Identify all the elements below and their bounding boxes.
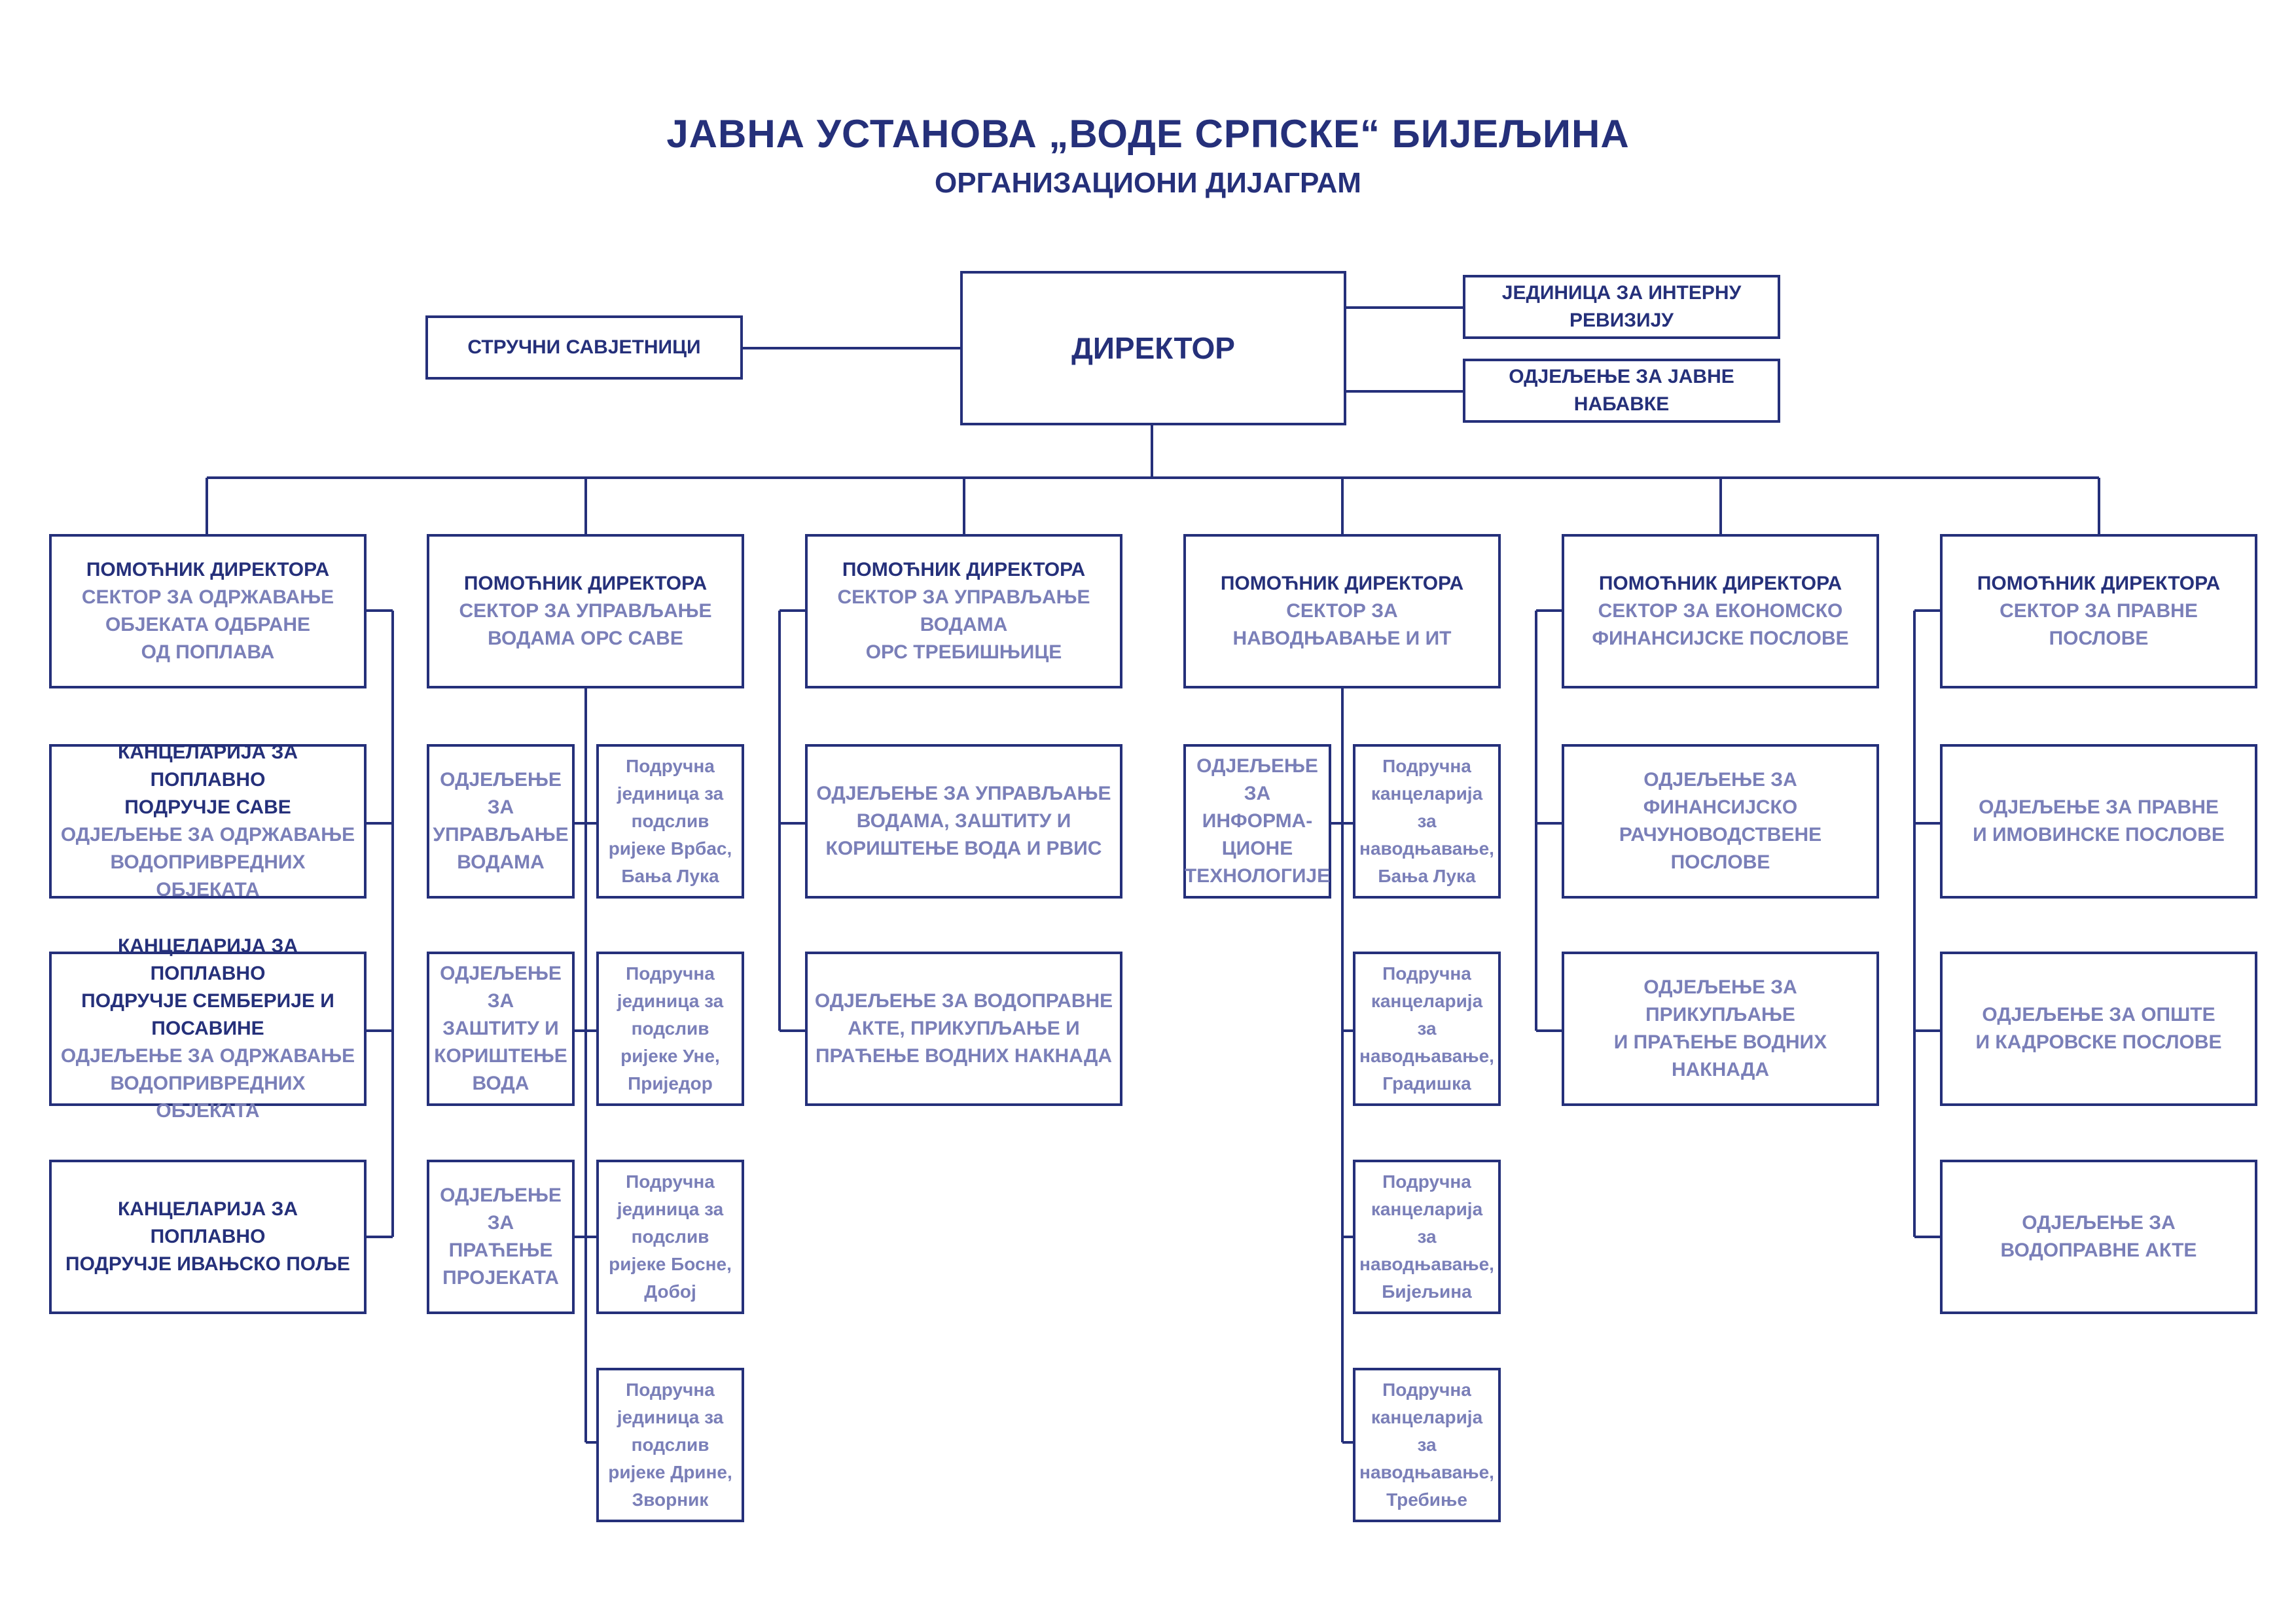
local-office-label: Подручна канцеларија за наводњавање, Бањ… [1359,756,1494,886]
sector-head-label: ПОМОЋНИК ДИРЕКТОРА [842,559,1086,580]
local-office-banja-luka-box: Подручна канцеларија за наводњавање, Бањ… [1353,744,1501,899]
sector-name-label: СЕКТОР ЗА НАВОДЊАВАЊЕ И ИТ [1232,600,1452,649]
department-label: ОДЈЕЉЕЊЕ ЗА ЗАШТИТУ И КОРИШТЕЊЕ ВОДА [434,963,567,1094]
internal-audit-box: ЈЕДИНИЦА ЗА ИНТЕРНУ РЕВИЗИЈУ [1463,275,1780,339]
department-label: ОДЈЕЉЕЊЕ ЗА ВОДОПРАВНЕ АКТЕ, ПРИКУПЉАЊЕ … [814,990,1113,1067]
department-label: ОДЈЕЉЕЊЕ ЗА ПРАВНЕ И ИМОВИНСКЕ ПОСЛОВЕ [1973,796,2225,846]
department-water-protection-box: ОДЈЕЉЕЊЕ ЗА ЗАШТИТУ И КОРИШТЕЊЕ ВОДА [427,952,575,1106]
internal-audit-label: ЈЕДИНИЦА ЗА ИНТЕРНУ РЕВИЗИЈУ [1501,282,1742,331]
department-label: ОДЈЕЉЕЊЕ ЗА ВОДОПРАВНЕ АКТЕ [2000,1212,2197,1261]
department-water-management-box: ОДЈЕЉЕЊЕ ЗА УПРАВЉАЊЕ ВОДАМА [427,744,575,899]
department-fee-collection-box: ОДЈЕЉЕЊЕ ЗА ПРИКУПЉАЊЕ И ПРАЋЕЊЕ ВОДНИХ … [1562,952,1879,1106]
local-unit-label: Подручна јединица за подслив ријеке Врба… [608,756,732,886]
department-label: ОДЈЕЉЕЊЕ ЗА ПРАЋЕЊЕ ПРОЈЕКАТА [440,1185,562,1289]
sector-name-label: СЕКТОР ЗА ЕКОНОМСКО ФИНАНСИЈСКЕ ПОСЛОВЕ [1592,600,1849,649]
local-unit-vrbas-box: Подручна јединица за подслив ријеке Врба… [596,744,744,899]
advisors-box: СТРУЧНИ САВЈЕТНИЦИ [425,315,743,380]
office-department-label: ОДЈЕЉЕЊЕ ЗА ОДРЖАВАЊЕ ВОДОПРИВРЕДНИХ ОБЈ… [60,824,355,901]
department-trebisnjica-acts-box: ОДЈЕЉЕЊЕ ЗА ВОДОПРАВНЕ АКТЕ, ПРИКУПЉАЊЕ … [805,952,1122,1106]
sector-box-flood-defense: ПОМОЋНИК ДИРЕКТОРА СЕКТОР ЗА ОДРЖАВАЊЕ О… [49,534,367,688]
local-office-bijeljina-box: Подручна канцеларија за наводњавање, Биј… [1353,1160,1501,1314]
director-box: ДИРЕКТОР [960,271,1346,425]
department-label: ОДЈЕЉЕЊЕ ЗА ФИНАНСИЈСКО РАЧУНОВОДСТВЕНЕ … [1619,769,1822,873]
department-it-box: ОДЈЕЉЕЊЕ ЗА ИНФОРМА- ЦИОНЕ ТЕХНОЛОГИЈЕ [1183,744,1331,899]
department-water-acts-box: ОДЈЕЉЕЊЕ ЗА ВОДОПРАВНЕ АКТЕ [1940,1160,2257,1314]
local-office-label: Подручна канцеларија за наводњавање, Тре… [1359,1380,1494,1510]
director-label: ДИРЕКТОР [1071,331,1235,365]
sector-head-label: ПОМОЋНИК ДИРЕКТОРА [463,573,708,594]
office-department-label: ОДЈЕЉЕЊЕ ЗА ОДРЖАВАЊЕ ВОДОПРИВРЕДНИХ ОБЈ… [60,1045,355,1122]
public-procurement-label: ОДЈЕЉЕЊЕ ЗА ЈАВНЕ НАБАВКЕ [1509,366,1734,415]
local-unit-label: Подручна јединица за подслив ријеке Босн… [609,1171,732,1302]
sector-box-legal: ПОМОЋНИК ДИРЕКТОРА СЕКТОР ЗА ПРАВНЕ ПОСЛ… [1940,534,2257,688]
sector-name-label: СЕКТОР ЗА ОДРЖАВАЊЕ ОБЈЕКАТА ОДБРАНЕ ОД … [81,586,334,663]
local-office-label: Подручна канцеларија за наводњавање, Гра… [1359,963,1494,1094]
local-office-gradiska-box: Подручна канцеларија за наводњавање, Гра… [1353,952,1501,1106]
department-label: ОДЈЕЉЕЊЕ ЗА ПРИКУПЉАЊЕ И ПРАЋЕЊЕ ВОДНИХ … [1613,976,1827,1080]
sector-box-irrigation-it: ПОМОЋНИК ДИРЕКТОРА СЕКТОР ЗА НАВОДЊАВАЊЕ… [1183,534,1501,688]
flood-office-ivanjsko-box: КАНЦЕЛАРИЈА ЗА ПОПЛАВНО ПОДРУЧЈЕ ИВАЊСКО… [49,1160,367,1314]
sector-name-label: СЕКТОР ЗА УПРАВЉАЊЕ ВОДАМА ОРС ТРЕБИШЊИЦ… [837,586,1090,663]
department-label: ОДЈЕЉЕЊЕ ЗА УПРАВЉАЊЕ ВОДАМА, ЗАШТИТУ И … [816,783,1111,859]
sector-head-label: ПОМОЋНИК ДИРЕКТОРА [1598,573,1842,594]
office-head-label: КАНЦЕЛАРИЈА ЗА ПОПЛАВНО ПОДРУЧЈЕ САВЕ [118,741,298,818]
local-office-trebinje-box: Подручна канцеларија за наводњавање, Тре… [1353,1368,1501,1522]
department-trebisnjica-water-box: ОДЈЕЉЕЊЕ ЗА УПРАВЉАЊЕ ВОДАМА, ЗАШТИТУ И … [805,744,1122,899]
department-accounting-box: ОДЈЕЉЕЊЕ ЗА ФИНАНСИЈСКО РАЧУНОВОДСТВЕНЕ … [1562,744,1879,899]
sector-head-label: ПОМОЋНИК ДИРЕКТОРА [86,559,330,580]
sector-name-label: СЕКТОР ЗА УПРАВЉАЊЕ ВОДАМА ОРС САВЕ [459,600,712,649]
page-subtitle: ОРГАНИЗАЦИОНИ ДИЈАГРАМ [935,167,1361,199]
department-label: ОДЈЕЉЕЊЕ ЗА ИНФОРМА- ЦИОНЕ ТЕХНОЛОГИЈЕ [1184,755,1331,887]
local-unit-drina-box: Подручна јединица за подслив ријеке Дрин… [596,1368,744,1522]
sector-box-sava: ПОМОЋНИК ДИРЕКТОРА СЕКТОР ЗА УПРАВЉАЊЕ В… [427,534,744,688]
sector-box-trebisnjica: ПОМОЋНИК ДИРЕКТОРА СЕКТОР ЗА УПРАВЉАЊЕ В… [805,534,1122,688]
sector-box-finance: ПОМОЋНИК ДИРЕКТОРА СЕКТОР ЗА ЕКОНОМСКО Ф… [1562,534,1879,688]
office-head-label: КАНЦЕЛАРИЈА ЗА ПОПЛАВНО ПОДРУЧЈЕ ИВАЊСКО… [65,1198,350,1275]
local-unit-una-box: Подручна јединица за подслив ријеке Уне,… [596,952,744,1106]
local-unit-label: Подручна јединица за подслив ријеке Уне,… [617,963,724,1094]
sector-name-label: СЕКТОР ЗА ПРАВНЕ ПОСЛОВЕ [2000,600,2198,649]
local-unit-bosna-box: Подручна јединица за подслив ријеке Босн… [596,1160,744,1314]
department-label: ОДЈЕЉЕЊЕ ЗА УПРАВЉАЊЕ ВОДАМА [433,769,569,873]
sector-head-label: ПОМОЋНИК ДИРЕКТОРА [1220,573,1464,594]
local-office-label: Подручна канцеларија за наводњавање, Биј… [1359,1171,1494,1302]
page-title: ЈАВНА УСТАНОВА „ВОДЕ СРПСКЕ“ БИЈЕЉИНА [666,112,1630,156]
local-unit-label: Подручна јединица за подслив ријеке Дрин… [608,1380,732,1510]
department-project-monitoring-box: ОДЈЕЉЕЊЕ ЗА ПРАЋЕЊЕ ПРОЈЕКАТА [427,1160,575,1314]
department-legal-property-box: ОДЈЕЉЕЊЕ ЗА ПРАВНЕ И ИМОВИНСКЕ ПОСЛОВЕ [1940,744,2257,899]
flood-office-sava-box: КАНЦЕЛАРИЈА ЗА ПОПЛАВНО ПОДРУЧЈЕ САВЕ ОД… [49,741,367,901]
flood-office-semberija-box: КАНЦЕЛАРИЈА ЗА ПОПЛАВНО ПОДРУЧЈЕ СЕМБЕРИ… [49,935,367,1122]
department-label: ОДЈЕЉЕЊЕ ЗА ОПШТЕ И КАДРОВСКЕ ПОСЛОВЕ [1975,1004,2222,1053]
sector-head-label: ПОМОЋНИК ДИРЕКТОРА [1977,573,2221,594]
advisors-label: СТРУЧНИ САВЈЕТНИЦИ [467,336,701,358]
public-procurement-box: ОДЈЕЉЕЊЕ ЗА ЈАВНЕ НАБАВКЕ [1463,359,1780,423]
department-general-hr-box: ОДЈЕЉЕЊЕ ЗА ОПШТЕ И КАДРОВСКЕ ПОСЛОВЕ [1940,952,2257,1106]
office-head-label: КАНЦЕЛАРИЈА ЗА ПОПЛАВНО ПОДРУЧЈЕ СЕМБЕРИ… [81,935,334,1039]
